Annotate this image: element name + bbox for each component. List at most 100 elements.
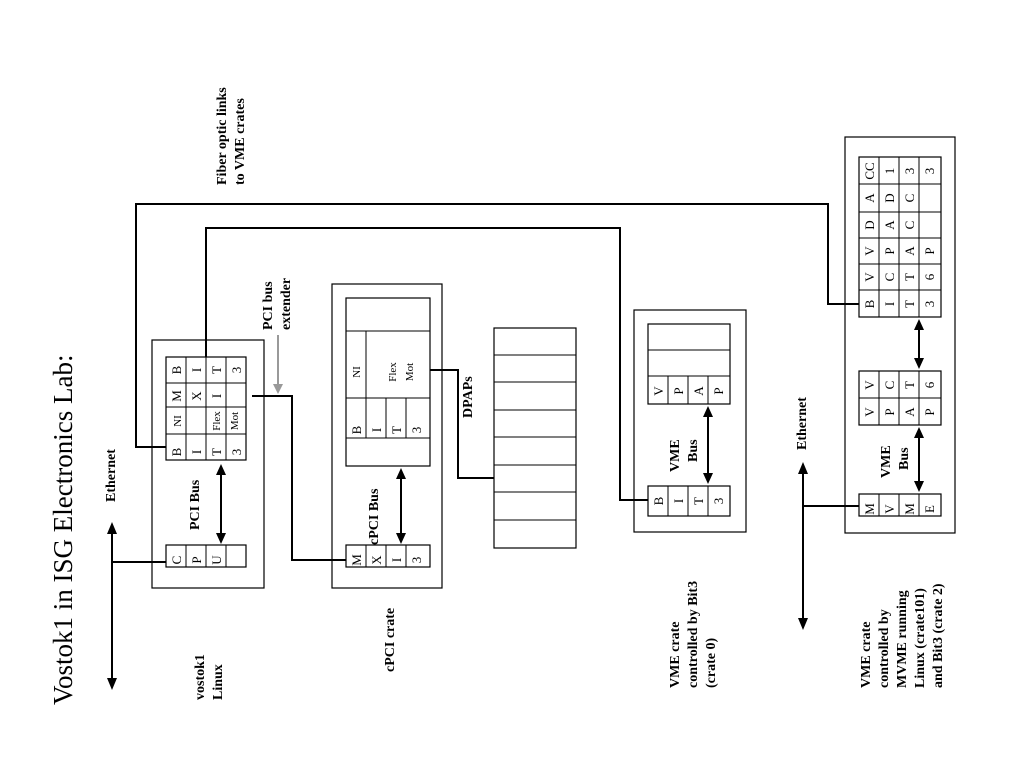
vme-crate0-label-line2: controlled by Bit3 — [686, 581, 701, 688]
vme101-vpat-p: P — [882, 408, 897, 415]
vme101-cc-cc: CC — [862, 162, 877, 179]
vme101-dac-d: D — [862, 220, 877, 229]
vme101-mvme-card: M V M E — [858, 493, 942, 517]
vme101-bus-arrowhead-lower-bottom — [914, 481, 924, 492]
vme101-vct6-v: V — [862, 272, 877, 282]
vme-crate0-vpap: V P A P — [647, 323, 731, 405]
pci-bus-extender-pointer-head — [273, 384, 283, 394]
ethernet-left-label: Ethernet — [104, 449, 119, 502]
vme-crate101-frame — [844, 136, 956, 534]
vme101-vct6-t: T — [902, 273, 917, 281]
vostok-bit3b-b: B — [169, 365, 184, 374]
vostok-mxi-m: M — [169, 390, 184, 402]
mvme-m2: M — [902, 503, 917, 515]
vme0-vpap-a: A — [691, 386, 706, 396]
vme101-vpap-p: P — [882, 247, 897, 254]
vostok-bit3-3: 3 — [229, 449, 244, 456]
vme-crate101-label-line5: and Bit3 (crate 2) — [931, 583, 946, 688]
vme101-vpap-p2: P — [922, 247, 937, 254]
cpci-crate-frame — [331, 283, 443, 589]
cpci-bit3-b: B — [349, 425, 364, 434]
cpci-bit3-3: 3 — [409, 427, 424, 434]
vme0-bus-label-line2: Bus — [686, 439, 701, 462]
vme101-cc-3: 3 — [902, 168, 917, 175]
pci-bus-arrowhead-top — [216, 464, 226, 475]
cpci-mxi-m: M — [349, 554, 364, 566]
vme101-mid-stack: V P A P V C T 6 — [858, 370, 942, 426]
pci-bus-arrowhead-bottom — [216, 533, 226, 544]
vme-crate0-label-line3: (crate 0) — [704, 638, 719, 688]
vostok-bit3-b: B — [169, 447, 184, 456]
vme-crate0-bit3: B I T 3 — [647, 485, 731, 517]
cpci-bus-label: cPCI Bus — [367, 488, 382, 545]
vme101-vpat-v: V — [862, 407, 877, 417]
vme101-adc-c: C — [902, 194, 917, 203]
cpci-flex: Flex — [387, 362, 399, 382]
vme101-vpat-p2: P — [922, 408, 937, 415]
vme101-bit3-t: T — [902, 300, 917, 308]
cpci-bus-arrowhead-top — [396, 468, 406, 479]
vme-crate101-label-line4: Linux (crate101) — [913, 588, 928, 688]
cpci-mxi-i: I — [389, 558, 404, 562]
vme101-cc-1: 1 — [882, 168, 897, 175]
vme101-vpap-v: V — [862, 246, 877, 256]
vme101-dac-a: A — [882, 220, 897, 230]
vostok1-label-line2: Linux — [211, 664, 226, 700]
vme0-bus-label-line1: VME — [668, 439, 683, 472]
mvme-e: E — [922, 505, 937, 513]
ethernet-left-arrowhead-bottom — [107, 678, 117, 690]
vostok-bit3b-t: T — [209, 366, 224, 374]
pci-bus-extender-label-line1: PCI bus — [261, 281, 276, 330]
vme101-adc-d: D — [882, 193, 897, 202]
pci-bus-extender-cable — [252, 395, 346, 561]
vme-crate101-label-line1: VME crate — [859, 622, 874, 688]
cpu-card-c: C — [169, 556, 184, 565]
vme-crate101-label-line2: controlled by — [877, 609, 892, 688]
vostok1-crate-frame — [151, 339, 265, 589]
vme101-vct-t: T — [902, 381, 917, 389]
vostok1-card-stack: B I T 3 NI Flex Mot M X I B I T 3 — [165, 356, 247, 461]
vme0-bus-arrowhead-bottom — [703, 473, 713, 484]
dpaps-label: DPAPs — [461, 376, 476, 418]
pci-bus-label: PCI Bus — [188, 479, 203, 530]
vme0-bit3-i: I — [671, 499, 686, 503]
vme101-vct-6: 6 — [922, 381, 937, 388]
ethernet-right-arrowhead-top — [798, 462, 808, 474]
vme101-bit3-3: 3 — [922, 301, 937, 308]
vostok-ni: NI — [172, 415, 184, 427]
vostok-mxi-i: I — [209, 394, 224, 398]
vme101-adc-a: A — [862, 193, 877, 203]
fiber-label-line2: to VME crates — [233, 98, 248, 185]
vme0-vpap-v: V — [651, 386, 666, 396]
cpci-mot: Mot — [404, 363, 416, 381]
ethernet-left-arrowhead-top — [107, 522, 117, 534]
cpu-card: C P U — [165, 544, 247, 568]
vostok-bit3b-3: 3 — [229, 367, 244, 374]
page-title: Vostok1 in ISG Electronics Lab: — [48, 355, 78, 705]
vme-crate0-frame — [633, 309, 747, 533]
vostok-bit3-i: I — [189, 450, 204, 454]
vostok-mxi-x: X — [189, 391, 204, 401]
vme101-cc-3b: 3 — [922, 168, 937, 175]
vme101-dac-c: C — [902, 221, 917, 230]
cpci-bus-arrowhead-bottom — [396, 533, 406, 544]
mvme-m: M — [862, 503, 877, 515]
vme101-bus-arrowhead-upper-top — [914, 319, 924, 330]
vme0-bit3-3: 3 — [711, 498, 726, 505]
vme0-bus-arrowhead-top — [703, 406, 713, 417]
vme101-vct-v: V — [862, 380, 877, 390]
cpci-ni: NI — [351, 366, 363, 378]
vme-crate0-label-line1: VME crate — [668, 622, 683, 688]
vostok-to-vme101-cable — [135, 203, 859, 448]
cpci-crate-label: cPCI crate — [383, 608, 398, 672]
cpci-mxi-card: M X I 3 — [345, 544, 431, 568]
vme101-vct6-c: C — [882, 273, 897, 282]
vme101-bus-label-line2: Bus — [897, 447, 912, 470]
fiber-label-line1: Fiber optic links — [215, 87, 230, 185]
cpci-bit3-i: I — [369, 428, 384, 432]
cpci-card-stack: B I T 3 NI Flex Mot — [345, 297, 431, 467]
vme101-bit3-i: I — [882, 302, 897, 306]
vme101-bus-label-line1: VME — [879, 445, 894, 478]
vme0-bit3-b: B — [651, 496, 666, 505]
